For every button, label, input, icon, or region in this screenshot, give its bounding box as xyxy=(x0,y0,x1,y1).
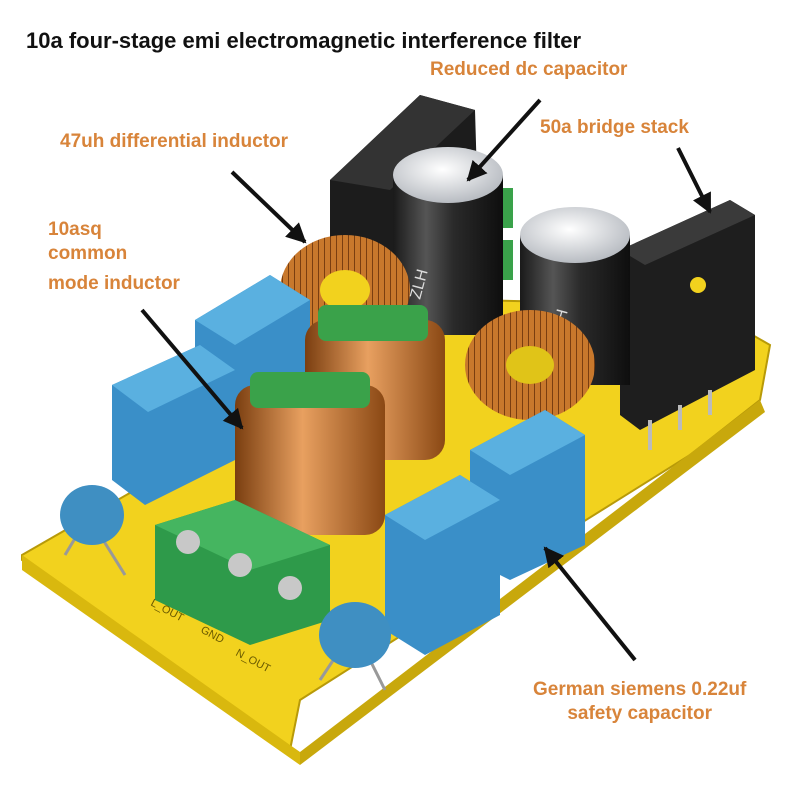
common-mode-inductor-front xyxy=(235,372,385,535)
terminal-screw-1 xyxy=(176,530,200,554)
terminal-screw-3 xyxy=(278,576,302,600)
y-capacitor-left xyxy=(60,485,127,576)
arrow-common-mode xyxy=(140,308,244,430)
label-safety-capacitor-line1: German siemens 0.22uf xyxy=(533,679,747,700)
x-capacitor-safety-2 xyxy=(385,475,500,655)
y-capacitor-bottom xyxy=(318,602,391,691)
terminal-screw-2 xyxy=(228,553,252,577)
differential-inductor-toroid-2 xyxy=(465,310,595,420)
label-common-mode-line3: mode inductor xyxy=(48,273,180,294)
label-dc-capacitor: Reduced dc capacitor xyxy=(430,59,628,80)
label-safety-capacitor: German siemens 0.22uf safety capacitor xyxy=(533,678,746,726)
arrow-safety-capacitor xyxy=(543,546,637,662)
arrow-bridge-stack xyxy=(676,147,712,214)
label-bridge-stack: 50a bridge stack xyxy=(540,117,689,138)
arrow-dc-capacitor xyxy=(466,98,542,182)
terminal-block xyxy=(155,500,330,645)
page-title: 10a four-stage emi electromagnetic inter… xyxy=(26,28,582,53)
label-safety-capacitor-line2: safety capacitor xyxy=(567,703,712,724)
bridge-stack xyxy=(620,200,755,450)
pcb-edge xyxy=(22,555,300,765)
label-common-mode-line2: common xyxy=(48,243,128,264)
arrow-differential-inductor xyxy=(230,170,307,244)
label-differential-inductor: 47uh differential inductor xyxy=(60,131,289,152)
label-common-mode-inductor: 10asq common mode inductor xyxy=(48,218,180,296)
label-common-mode-line1: 10asq xyxy=(48,219,102,240)
